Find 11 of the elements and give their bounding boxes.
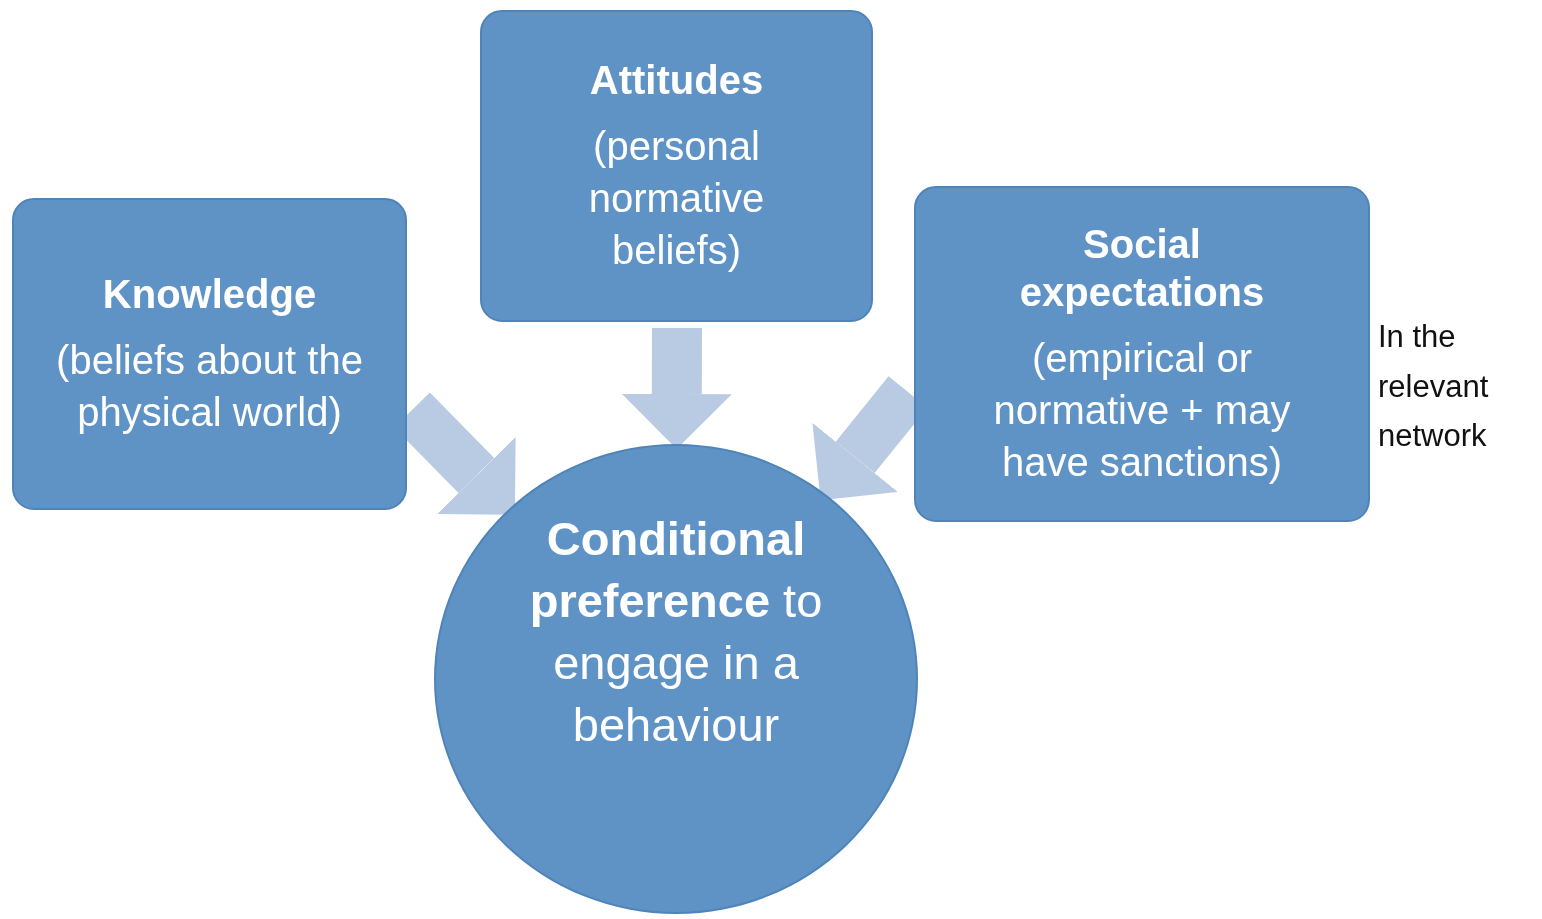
box-heading: Attitudes	[589, 57, 764, 104]
rounded-box	[480, 10, 873, 322]
side-note: In the relevant network	[1378, 318, 1490, 456]
node-text: Conditional preference to engage in a behaviour	[528, 511, 824, 754]
rounded-box	[12, 198, 407, 510]
box-text: (beliefs about the physical world)	[56, 337, 363, 436]
box-text: (empirical or normative + may have sanctions)	[992, 335, 1292, 486]
box-heading: Knowledge	[102, 271, 317, 318]
box-text: (personal normative beliefs)	[587, 123, 766, 274]
box-heading: Social expectations	[1018, 221, 1266, 316]
rounded-box	[914, 186, 1370, 522]
